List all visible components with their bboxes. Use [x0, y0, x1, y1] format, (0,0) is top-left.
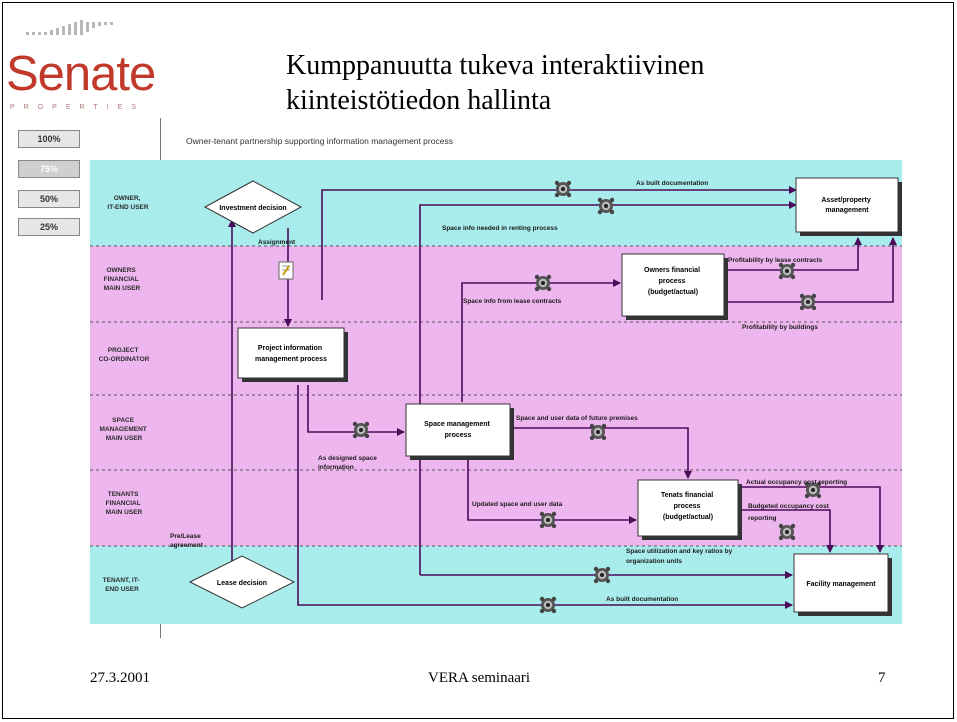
title-line-1: Kumppanuutta tukeva interaktiivinen: [286, 50, 705, 81]
space-management-box: Space management process: [405, 403, 514, 460]
diagram-subtitle: Owner-tenant partnership supporting info…: [186, 136, 453, 146]
label-budgeted-occupancy: Budgeted occupancy cost reporting: [748, 503, 831, 522]
lane-label-project-coordinator: PROJECT CO-ORDINATOR: [99, 347, 150, 363]
label-profit-lease: Profitability by lease contracts: [728, 257, 823, 264]
gear-icon: [539, 511, 557, 529]
svg-text:Project information mana: Project information management process: [255, 345, 327, 363]
label-as-built-bottom: As built documentation: [606, 596, 678, 603]
investment-decision-label: Investment decision: [219, 205, 286, 212]
flow-actual-occupancy: [740, 486, 884, 553]
footer-event: VERA seminaari: [428, 670, 531, 686]
logo-wordmark: Senate: [6, 47, 156, 101]
flow-space-info-lease: [461, 279, 621, 402]
zoom-100-button[interactable]: 100%: [18, 130, 80, 148]
label-updated-space: Updated space and user data: [472, 501, 563, 508]
owners-financial-box: Owners financial process (budget/actual): [621, 253, 728, 320]
footer-date: 27.3.2001: [90, 670, 150, 686]
label-assignment: Assignment: [258, 239, 296, 246]
label-space-info-renting: Space info needed in renting process: [442, 225, 558, 232]
gear-icon: [554, 180, 572, 198]
project-information-box: Project information management process: [237, 327, 348, 382]
label-actual-occupancy: Actual occupancy cost reporting: [746, 479, 847, 486]
label-as-designed: As designed space information: [318, 455, 379, 471]
gear-icon: [597, 197, 615, 215]
lease-decision-label: Lease decision: [217, 580, 267, 587]
label-pre-lease: Pre/Lease agreement: [170, 533, 204, 549]
flow-as-built-bottom: [297, 385, 793, 609]
gear-icon: [534, 274, 552, 292]
senate-logo: Senate PROPERTIES: [6, 8, 176, 118]
lease-decision-diamond: Lease decision: [188, 555, 296, 609]
investment-decision-diamond: Investment decision: [203, 180, 303, 234]
zoom-75-button[interactable]: 75%: [18, 160, 80, 178]
svg-text:Facility management: Facility management: [806, 581, 876, 588]
flow-profit-lease: [726, 237, 862, 271]
zoom-25-button[interactable]: 25%: [18, 218, 80, 236]
gear-icon: [799, 293, 817, 311]
flow-as-designed: [307, 385, 405, 436]
svg-text:Tenats financial process: Tenats financial process (budget/actual): [661, 492, 715, 521]
gear-icon: [352, 421, 370, 439]
gear-icon: [539, 596, 557, 614]
svg-text:Owners financial process: Owners financial process (budget/actual): [644, 267, 702, 296]
label-space-utilization: Space utilization and key ratios by orga…: [626, 548, 734, 565]
tenants-financial-box: Tenats financial process (budget/actual): [637, 479, 742, 540]
flow-budgeted-occupancy: [740, 509, 834, 553]
gear-icon: [589, 423, 607, 441]
footer-page-number: 7: [878, 670, 886, 686]
logo-subtitle: PROPERTIES: [10, 104, 145, 111]
assignment-document-icon: [278, 261, 294, 280]
lane-label-owner-it: OWNER, IT-END USER: [107, 195, 148, 211]
label-profit-buildings: Profitability by buildings: [742, 324, 818, 331]
svg-text:Asset/property managemen: Asset/property management: [821, 197, 872, 214]
label-as-built-top: As built documentation: [636, 180, 708, 187]
slide-title: Kumppanuutta tukeva interaktiivinen kiin…: [286, 48, 704, 118]
svg-text:Space management process: Space management process: [424, 421, 492, 439]
zoom-50-button[interactable]: 50%: [18, 190, 80, 208]
flow-as-built-top: [321, 186, 797, 300]
gear-icon: [778, 262, 796, 280]
lane-label-space-management: SPACE MANAGEMENT MAIN USER: [99, 417, 148, 442]
lane-label-owners-financial: OWNERS FINANCIAL MAIN USER: [104, 267, 141, 292]
logo-dots-graphic: [26, 20, 113, 35]
flow-space-user-future: [512, 427, 692, 479]
asset-management-box: Asset/property management: [795, 177, 902, 236]
label-space-user-future: Space and user data of future premises: [516, 415, 638, 422]
lane-label-tenants-financial: TENANTS FINANCIAL MAIN USER: [106, 491, 143, 516]
label-space-info-lease: Space info from lease contracts: [463, 298, 562, 305]
gear-icon: [593, 566, 611, 584]
flow-updated-space: [467, 458, 637, 524]
facility-management-box: Facility management: [793, 553, 892, 616]
lane-label-tenant-it: TENANT, IT- END USER: [103, 577, 142, 593]
lane-pink-band: [90, 246, 902, 546]
gear-icon: [778, 523, 796, 541]
title-line-2: kiinteistötiedon hallinta: [286, 85, 552, 116]
